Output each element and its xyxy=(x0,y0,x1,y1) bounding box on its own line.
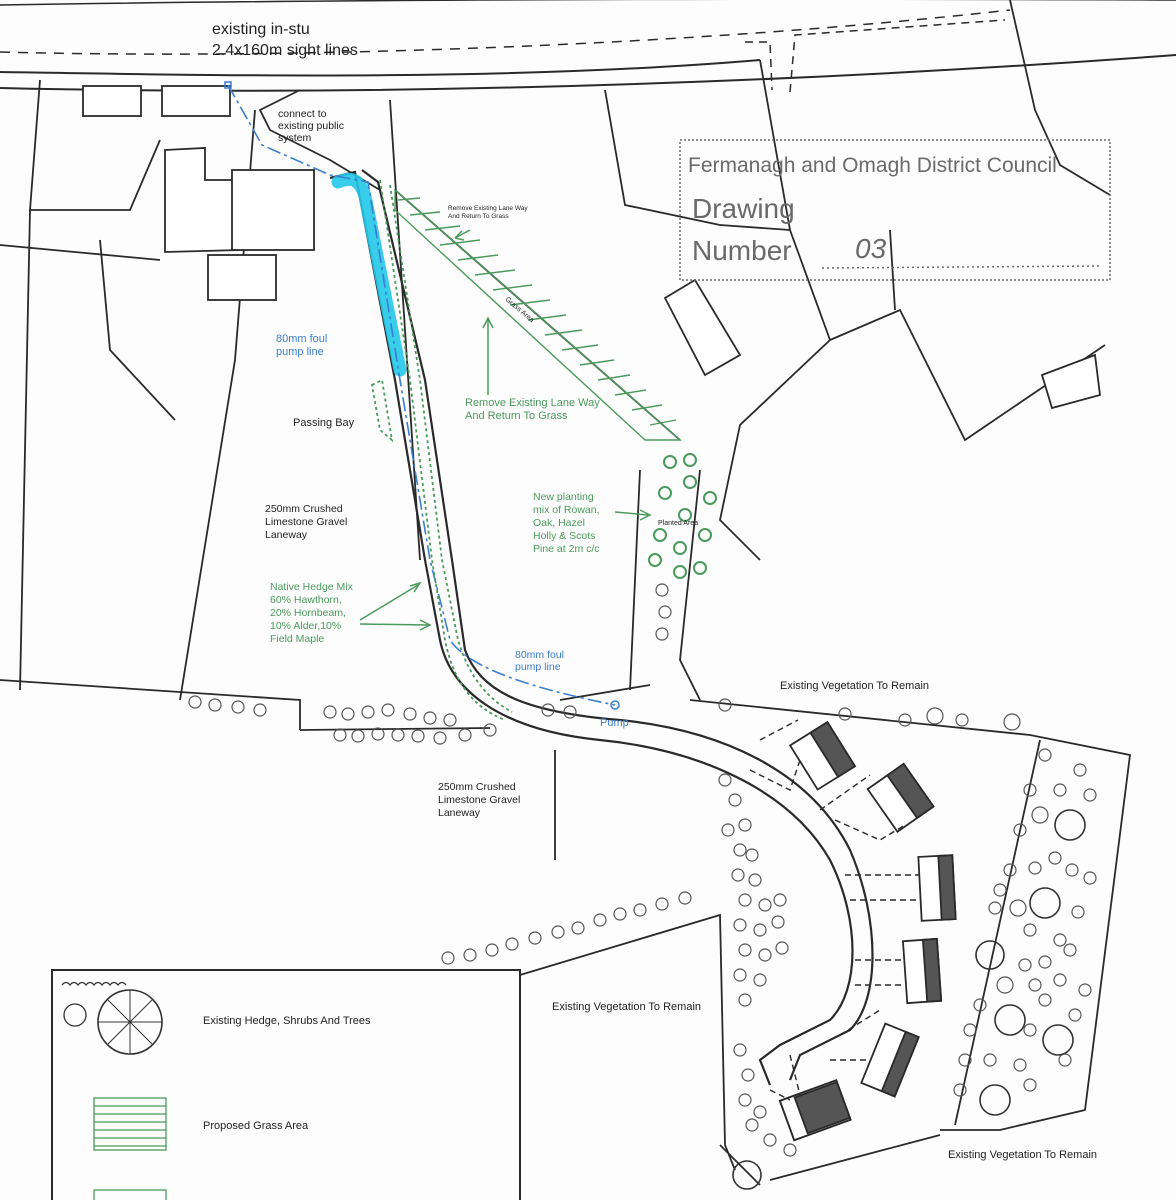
planted-area-label: Planted Area xyxy=(658,520,698,527)
annotation-arrows-green xyxy=(359,229,652,631)
planting-label-5: Pine at 2m c/c xyxy=(533,543,600,555)
legend-grass-symbol xyxy=(93,1097,167,1151)
laneway-bottom-label-2: Limestone Gravel xyxy=(438,794,520,806)
hedge-mix-label-1: Native Hedge Mix xyxy=(270,581,354,593)
proposed-laneway xyxy=(329,169,874,1086)
legend-shrub-symbol xyxy=(63,1003,87,1027)
remove-lane-label-1: Remove Existing Lane Way xyxy=(465,397,600,409)
stamp-number-value: 03 xyxy=(855,233,887,264)
planting-label-2: mix of Rowan, xyxy=(533,504,600,516)
hedge-mix-label-3: 20% Hornbeam, xyxy=(270,607,346,619)
laneway-bottom-label-3: Laneway xyxy=(438,807,481,819)
planting-label-4: Holly & Scots xyxy=(533,530,595,542)
connect-label-2: existing public xyxy=(278,120,344,132)
passing-bay-label: Passing Bay xyxy=(293,417,355,429)
existing-shrubs xyxy=(188,583,1097,1157)
pump-line-top-label-2: pump line xyxy=(276,346,324,358)
field-boundaries xyxy=(0,0,1131,1186)
sightline-label-2: 2.4x160m sight lines xyxy=(212,42,358,59)
foul-pump-line-highlight xyxy=(331,172,407,377)
legend-proposed-grass-label: Proposed Grass Area xyxy=(203,1120,309,1132)
public-road xyxy=(0,0,1176,92)
pump-label: Pump xyxy=(600,717,629,729)
foul-pump-line xyxy=(227,84,616,706)
grass-area-label: Grass Area xyxy=(504,296,535,324)
existing-buildings xyxy=(82,85,1101,410)
legend: Existing Hedge, Shrubs And Trees Propose… xyxy=(51,969,521,1200)
planting-label-1: New planting xyxy=(533,491,594,503)
vegetation-label-bottom: Existing Vegetation To Remain xyxy=(948,1149,1097,1161)
connect-label-1: connect to xyxy=(278,108,327,120)
stamp-council-name: Fermanagh and Omagh District Council xyxy=(688,154,1057,177)
laneway-top-label-1: 250mm Crushed xyxy=(265,503,343,515)
sight-line-markers xyxy=(745,19,1006,93)
remove-lane-small-label-2: And Return To Grass xyxy=(448,213,509,220)
proposed-cabins xyxy=(778,720,957,1142)
vegetation-label-middle: Existing Vegetation To Remain xyxy=(552,1001,701,1013)
laneway-bottom-label-1: 250mm Crushed xyxy=(438,781,516,793)
legend-hedge-mix-symbol xyxy=(93,1189,167,1200)
stamp-number-label: Number xyxy=(692,235,792,266)
hedge-mix-label-5: Field Maple xyxy=(270,633,324,645)
pump-line-bottom-label-1: 80mm foul xyxy=(515,649,564,661)
connection-point-icon xyxy=(224,81,232,89)
legend-hedge-symbol xyxy=(61,981,127,987)
proposed-grass-hatch xyxy=(394,188,682,441)
remove-lane-small-label-1: Remove Existing Lane Way xyxy=(448,205,528,212)
laneway-top-label-2: Limestone Gravel xyxy=(265,516,347,528)
laneway-top-label-3: Laneway xyxy=(265,529,308,541)
pump-line-top-label-1: 80mm foul xyxy=(276,333,327,345)
remove-lane-label-2: And Return To Grass xyxy=(465,410,568,422)
pump-line-bottom-label-2: pump line xyxy=(515,661,561,673)
pump-icon xyxy=(610,700,620,710)
planting-label-3: Oak, Hazel xyxy=(533,517,585,529)
native-hedge xyxy=(370,179,513,721)
hedge-mix-label-2: 60% Hawthorn, xyxy=(270,594,342,606)
stamp-drawing-label: Drawing xyxy=(692,193,795,224)
hedge-mix-label-4: 10% Alder,10% xyxy=(270,620,341,632)
cabin-access-paths xyxy=(749,719,920,1101)
sightline-label-1: existing in-stu xyxy=(212,21,310,38)
connect-label-3: system xyxy=(278,132,312,144)
new-planting-trees xyxy=(648,453,717,579)
legend-existing-hedge-label: Existing Hedge, Shrubs And Trees xyxy=(203,1015,371,1027)
existing-large-trees xyxy=(732,809,1086,1190)
council-stamp: Fermanagh and Omagh District Council Dra… xyxy=(679,139,1111,281)
vegetation-label-top: Existing Vegetation To Remain xyxy=(780,680,929,692)
